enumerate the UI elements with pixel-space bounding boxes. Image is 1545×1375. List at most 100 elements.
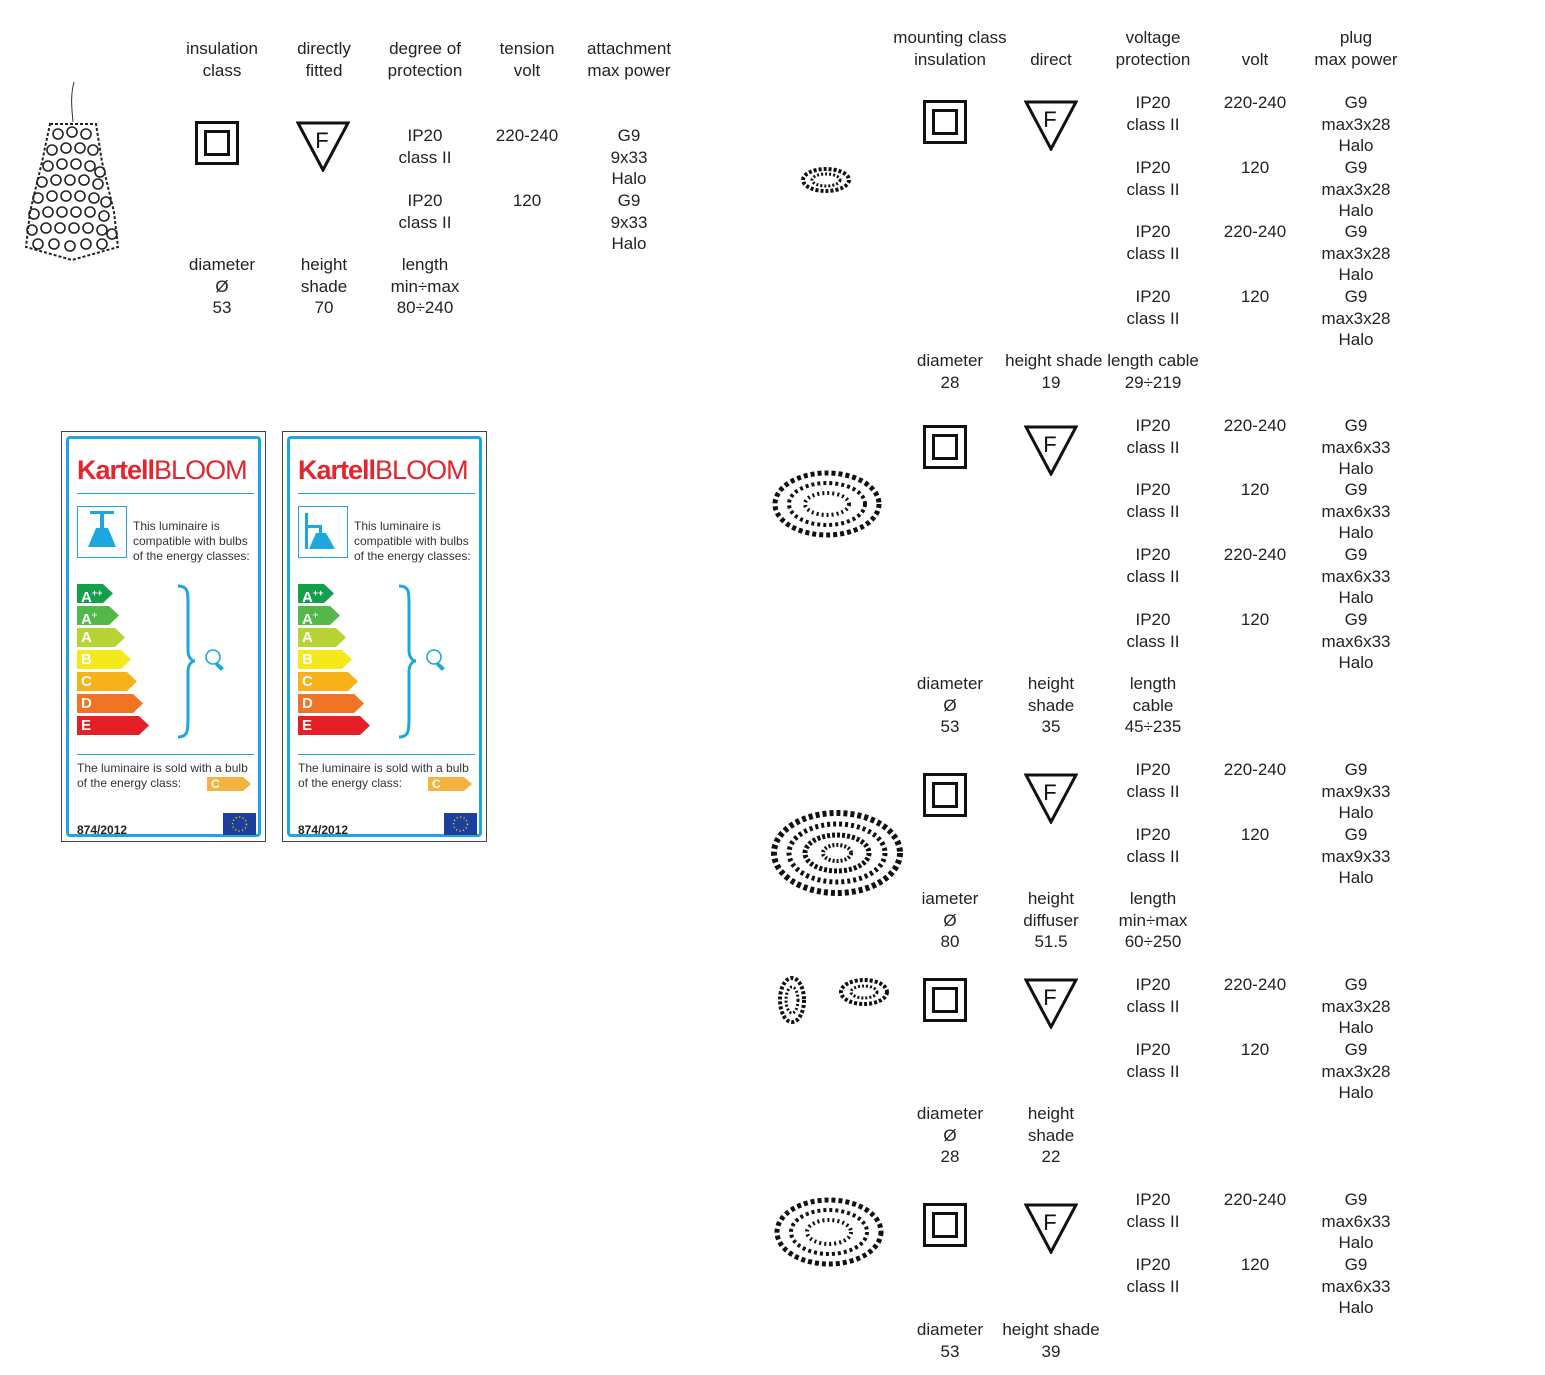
regulation-number: 874/2012 — [298, 823, 349, 837]
protection-value: IP20 class II — [1126, 158, 1180, 199]
volt-value: 220-240 — [1223, 760, 1287, 779]
class-ii-insulation-icon — [923, 100, 967, 144]
protection-value: IP20 class II — [1126, 480, 1180, 521]
power-value: G9 max3x28 Halo — [1321, 975, 1391, 1037]
protection-value: IP20 class II — [1126, 975, 1180, 1016]
regulation-number: 874/2012 — [77, 823, 128, 837]
power-value: G9 max6x33 Halo — [1321, 1190, 1391, 1252]
power-value: G9 max3x28 Halo — [1321, 222, 1391, 284]
f-mark-triangle-icon: F — [1024, 1203, 1078, 1254]
header-insulation-class: insulation class — [186, 39, 258, 80]
dim-diameter: diameter Ø 53 — [916, 674, 984, 736]
protection-value: IP20 class II — [1126, 760, 1180, 801]
f-mark-triangle-icon: F — [296, 121, 350, 172]
svg-text:F: F — [1043, 432, 1056, 457]
bloom-round-lamp-image — [774, 1197, 884, 1267]
f-mark-triangle-icon: F — [1024, 100, 1078, 151]
header-tension-volt: tension volt — [499, 39, 555, 80]
power-value: G9 max6x33 Halo — [1321, 545, 1391, 607]
volt-value: 120 — [1240, 480, 1270, 499]
dim-diameter: iameter Ø 80 — [921, 889, 979, 951]
volt-value: 220-240 — [1223, 975, 1287, 994]
protection-value: IP20 class II — [1126, 222, 1180, 263]
header-volt: volt — [1241, 50, 1269, 69]
class-ii-insulation-icon — [923, 978, 967, 1022]
volt-value: 120 — [1240, 1040, 1270, 1059]
svg-text:F: F — [1043, 780, 1056, 805]
ceiling-lamp-icon — [77, 506, 127, 558]
header-attachment-max-power: attachment max power — [586, 39, 672, 80]
wall-lamp-icon — [298, 506, 348, 558]
energy-class-b: B — [298, 650, 352, 669]
class-ii-insulation-icon — [195, 121, 239, 165]
energy-label-wall: KartellBLOOM This luminaire is compatibl… — [282, 431, 487, 842]
dim-length-cable: length cable 45÷235 — [1124, 674, 1182, 736]
energy-class-ap: A+ — [77, 606, 119, 625]
energy-class-d: D — [298, 694, 364, 713]
dim-diameter: diameter 28 — [916, 351, 984, 392]
class-ii-insulation-icon — [923, 425, 967, 469]
dim-diameter: diameter Ø 28 — [916, 1104, 984, 1166]
eu-flag-icon — [223, 813, 256, 835]
bulb-icon — [205, 649, 224, 671]
energy-class-c: C — [298, 672, 358, 691]
svg-text:F: F — [1043, 107, 1056, 132]
power-value: G9 max3x28 Halo — [1321, 93, 1391, 155]
bloom-chandelier-lamp-image — [24, 82, 120, 262]
energy-class-app: A++ — [298, 584, 334, 603]
dim-height-shade: height shade 70 — [300, 255, 348, 317]
dim-diameter: diameter Ø 53 — [188, 255, 256, 317]
power-value: G9 max6x33 Halo — [1321, 610, 1391, 672]
power-value: G9 max9x33 Halo — [1321, 760, 1391, 822]
protection-value: IP20 class II — [1126, 287, 1180, 328]
volt-value: 220-240 — [1223, 93, 1287, 112]
dim-diameter: diameter 53 — [916, 1320, 984, 1361]
protection-value: IP20 class II — [398, 126, 452, 167]
header-degree-of-protection: degree of protection — [387, 39, 463, 80]
brace-icon — [398, 584, 417, 739]
svg-text:F: F — [1043, 1210, 1056, 1235]
volt-value: 120 — [1240, 1255, 1270, 1274]
power-value: G9 max3x28 Halo — [1321, 287, 1391, 349]
protection-value: IP20 class II — [1126, 1040, 1180, 1081]
protection-value: IP20 class II — [1126, 545, 1180, 586]
header-plug-max-power: plug max power — [1314, 28, 1398, 69]
protection-value: IP20 class II — [1126, 1190, 1180, 1231]
volt-value: 120 — [512, 191, 542, 210]
power-value: G9 max9x33 Halo — [1321, 825, 1391, 887]
energy-class-b: B — [77, 650, 131, 669]
header-direct: direct — [1030, 50, 1072, 69]
header-directly-fitted: directly fitted — [297, 39, 351, 80]
protection-value: IP20 class II — [1126, 610, 1180, 651]
svg-text:F: F — [315, 128, 328, 153]
f-mark-triangle-icon: F — [1024, 773, 1078, 824]
dim-height-shade: 19 — [1041, 373, 1061, 392]
power-value: G9 max3x28 Halo — [1321, 158, 1391, 220]
energy-class-app: A++ — [77, 584, 113, 603]
bulb-icon — [426, 649, 445, 671]
protection-value: IP20 class II — [1126, 416, 1180, 457]
dim-length: length min÷max 60÷250 — [1118, 889, 1188, 951]
power-value: G9 max6x33 Halo — [1321, 480, 1391, 542]
brace-icon — [177, 584, 196, 739]
energy-class-a: A — [77, 628, 125, 647]
volt-value: 120 — [1240, 825, 1270, 844]
dim-height-diffuser: height diffuser 51.5 — [1023, 889, 1079, 951]
dim-height-shade: height shade 22 — [1027, 1104, 1075, 1166]
dim-length-cable: 29÷219 — [1124, 373, 1182, 392]
volt-value: 220-240 — [1223, 545, 1287, 564]
class-ii-insulation-icon — [923, 1203, 967, 1247]
class-ii-insulation-icon — [923, 773, 967, 817]
energy-class-e: E — [298, 716, 370, 735]
volt-value: 120 — [1240, 158, 1270, 177]
power-value: G9 max6x33 Halo — [1321, 1255, 1391, 1317]
protection-value: IP20 class II — [1126, 93, 1180, 134]
bloom-ceiling-lamp-image — [771, 810, 903, 896]
energy-class-a: A — [298, 628, 346, 647]
bloom-medium-pendant-image — [772, 470, 882, 538]
energy-class-ap: A+ — [298, 606, 340, 625]
dim-height-shade: height shade 35 — [1027, 674, 1075, 736]
protection-value: IP20 class II — [1126, 1255, 1180, 1296]
power-value: G9 9x33 Halo — [610, 126, 648, 188]
power-value: G9 9x33 Halo — [610, 191, 648, 253]
